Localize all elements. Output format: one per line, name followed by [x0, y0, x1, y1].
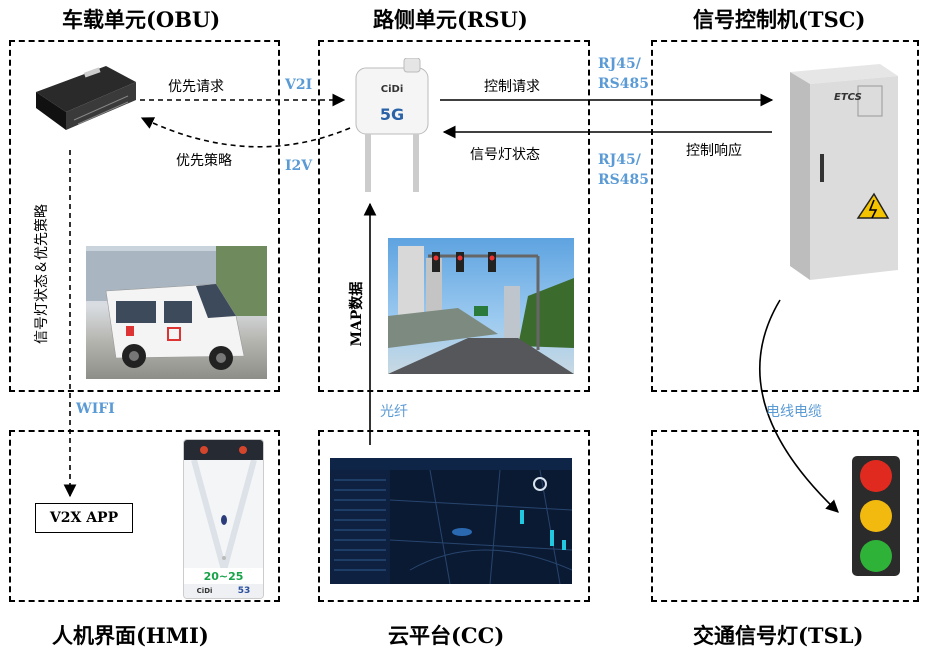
- rj45-top-label-1: RJ45/: [598, 56, 641, 72]
- hmi-signal-icon-2: [239, 446, 248, 454]
- hmi-title: 人机界面(HMI): [52, 623, 209, 648]
- cc-title: 云平台(CC): [388, 623, 505, 648]
- hmi-box: [9, 430, 280, 602]
- v2x-app-button[interactable]: V2X APP: [35, 503, 133, 533]
- v2i-label: V2I: [285, 77, 313, 93]
- hmi-speed-bar: 20~25: [184, 568, 263, 584]
- tsc-title: 信号控制机(TSC): [693, 7, 866, 32]
- hmi-speed-text: 20~25: [203, 569, 244, 583]
- hmi-bottom-bar: CiDi 53: [184, 584, 263, 598]
- hmi-brand-text: CiDi: [196, 587, 213, 595]
- priority-request-label: 优先请求: [168, 79, 224, 95]
- hmi-signal-icon-1: [199, 446, 208, 454]
- cc-side-panel: [330, 470, 390, 584]
- rsu-device-image: CiDi 5G: [355, 58, 429, 192]
- rsu-title: 路侧单元(RSU): [373, 7, 528, 32]
- tsl-box: [651, 430, 919, 602]
- control-response-label: 控制响应: [686, 143, 742, 159]
- cable-label: 电线电缆: [766, 404, 822, 420]
- priority-strategy-arrow: [140, 117, 351, 148]
- hmi-phone-screen: 20~25 CiDi 53: [183, 439, 264, 599]
- intersection-photo: [388, 238, 574, 374]
- cc-header-bar: [330, 458, 572, 470]
- hmi-top-bar: [184, 440, 263, 460]
- signal-status-label: 信号灯状态: [470, 147, 540, 163]
- cloud-platform-screen: [330, 458, 572, 584]
- rsu-box: [318, 40, 590, 392]
- map-data-label: MAP数据: [349, 281, 365, 347]
- tsl-title: 交通信号灯(TSL): [693, 623, 864, 648]
- obu-title: 车载单元(OBU): [62, 7, 221, 32]
- hmi-distance-text: 53: [237, 586, 251, 596]
- tsc-brand-text: ETCS: [834, 92, 862, 103]
- traffic-signal-light: [852, 456, 900, 576]
- wifi-label: WIFI: [76, 401, 115, 417]
- ambulance-photo: [86, 246, 267, 379]
- hmi-map: [191, 459, 257, 571]
- obu-device-image: [36, 66, 136, 130]
- i2v-label: I2V: [285, 158, 313, 174]
- rsu-brand-text: CiDi: [381, 84, 404, 95]
- v2x-app-label: V2X APP: [49, 510, 119, 526]
- rj45-top-label-2: RS485: [598, 76, 649, 92]
- fiber-label: 光纤: [380, 404, 408, 420]
- rj45-bottom-label-2: RS485: [598, 172, 649, 188]
- tsc-cabinet-image: ETCS: [790, 64, 898, 280]
- tsc-box: [651, 40, 919, 392]
- obu-box: [9, 40, 280, 392]
- rsu-5g-text: 5G: [380, 105, 404, 124]
- cc-box: [318, 430, 590, 602]
- cc-map: [390, 470, 572, 584]
- cable-arrow: [759, 299, 839, 513]
- control-request-label: 控制请求: [484, 79, 540, 95]
- rj45-bottom-label-1: RJ45/: [598, 152, 641, 168]
- signal-state-vertical-label: 信号灯状态＆优先策略: [34, 204, 50, 344]
- priority-strategy-label: 优先策略: [176, 153, 232, 169]
